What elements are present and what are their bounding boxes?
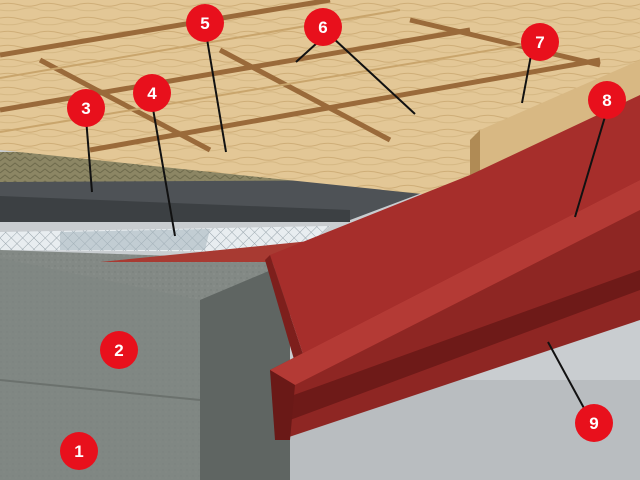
svg-text:3: 3 xyxy=(81,99,90,118)
leader-5 xyxy=(205,32,227,153)
callout-badge-8: 8 xyxy=(588,81,626,119)
callout-badge-2: 2 xyxy=(100,331,138,369)
callout-badge-9: 9 xyxy=(575,404,613,442)
callout-badge-1: 1 xyxy=(60,432,98,470)
callout-badge-4: 4 xyxy=(133,74,171,112)
callout-badge-6: 6 xyxy=(304,8,342,46)
leader-lines xyxy=(85,32,608,411)
leader-7 xyxy=(521,49,533,104)
concrete-slab xyxy=(0,250,290,480)
callout-badge-5: 5 xyxy=(186,4,224,42)
leader-9 xyxy=(547,341,586,411)
svg-text:7: 7 xyxy=(535,33,544,52)
leader-6b xyxy=(332,37,416,115)
eaves-drip-flashing xyxy=(270,95,640,375)
callout-badge-7: 7 xyxy=(521,23,559,61)
svg-text:9: 9 xyxy=(589,414,598,433)
svg-text:2: 2 xyxy=(114,341,123,360)
svg-text:1: 1 xyxy=(74,442,83,461)
svg-text:8: 8 xyxy=(602,91,611,110)
svg-text:4: 4 xyxy=(147,84,157,103)
gutter xyxy=(270,180,640,440)
leader-8 xyxy=(574,109,608,218)
leader-3 xyxy=(85,117,93,193)
leader-4 xyxy=(151,102,176,237)
svg-text:6: 6 xyxy=(318,18,327,37)
reinforcing-mesh-centre xyxy=(60,229,210,250)
battens xyxy=(0,0,601,153)
callout-badge-3: 3 xyxy=(67,89,105,127)
svg-text:5: 5 xyxy=(200,14,209,33)
